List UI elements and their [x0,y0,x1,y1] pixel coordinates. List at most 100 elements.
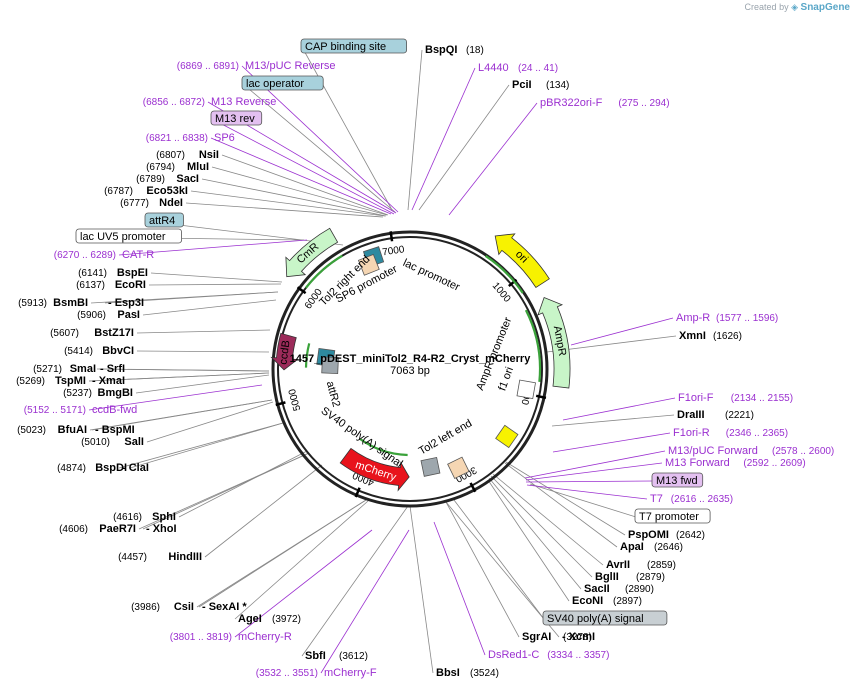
label-group-m13puc-rev: (6869 .. 6891)M13/pUC Reverse [177,60,336,72]
leader-line [492,473,604,566]
label-group-pspomi: PspOMI(2642) [628,529,705,541]
enzyme-pos-csii: (3986) [131,602,160,613]
label-m13fwdbox: M13 fwd [656,475,698,487]
backbone-outer-circle [271,230,549,508]
label-group-ndei: NdeI(6777) [120,197,183,209]
label-sv40box: SV40 poly(A) signal [547,613,644,625]
enzyme-pos-bspei: (6141) [78,268,107,279]
enzyme-pos-hindiii: (4457) [118,552,147,563]
label-group-mcherryf: (3532 .. 3551)mCherry-F [256,667,377,679]
primer-name-mcherryf: mCherry-F [324,667,377,679]
leader-line [524,450,666,479]
primer-range-t7: (2616 .. 2635) [671,494,733,505]
leader-line [453,499,545,620]
label-group-agei: AgeI(3972) [238,613,301,625]
primer-name-f1orif: F1ori-F [678,392,714,404]
primer-range-sp6: (6821 .. 6838) [146,133,208,144]
enzyme-name-xmni: XmnI [679,330,706,342]
label-group-dsred1c: (3334 .. 3357)DsRed1-C [488,649,609,661]
label-box-t7prom [634,508,711,524]
feature-arrow-mcherry [339,447,410,492]
enzyme-name-bsmbi: BsmBI [53,297,88,309]
enzyme-pos-pcii: (134) [546,80,569,91]
enzyme-name-econi: EcoNI [572,595,603,607]
label-group-nsii: NsiI(6807) [156,149,219,161]
label-box-lacuv5 [75,228,182,244]
tick-label: 5000 [287,387,303,412]
primer-range-catr: (6270 .. 6289) [54,250,116,261]
label-group-xhoi: - XhoI [146,523,177,535]
label-lacop: lac operator [246,78,304,90]
leader-line [211,118,395,215]
enzyme-name-bstz17i: BstZ17I [94,327,134,339]
leader-line [190,190,386,217]
enzyme-name-xcmi: - XcmI [562,631,595,643]
primer-range-dsred1c: (3334 .. 3357) [547,650,609,661]
enzyme-name-bfuai: BfuAI [58,424,87,436]
leader-line [96,368,270,372]
label-group-draiii: DraIII(2221) [677,409,754,421]
leader-line [178,450,308,518]
enzyme-name-pasi: PasI [117,309,140,321]
enzyme-pos-bstz17i: (5607) [50,328,79,339]
label-group-t7: (2616 .. 2635)T7 [650,493,733,505]
leader-line [234,500,369,620]
label-group-m13forward: (2592 .. 2609)M13 Forward [665,457,806,469]
label-group-f1orif: (2134 .. 2155)F1ori-F [678,392,793,404]
tick-mark [275,401,286,407]
enzyme-pos-nsii: (6807) [156,150,185,161]
leader-line [418,84,510,211]
enzyme-pos-avrii: (2859) [647,560,676,571]
label-group-bglii: BglII(2879) [595,571,665,583]
enzyme-name-srfi: - SrfI [100,363,125,375]
label-m13rev: M13 rev [215,113,255,125]
feature-arrow-ccdb [270,332,299,371]
enzyme-name-eco53ki: Eco53kI [146,185,188,197]
leader-line [211,166,388,216]
sv40-gray-box [420,456,441,477]
primer-range-pbr322: (275 .. 294) [618,98,669,109]
enzyme-name-tspmi: TspMI [55,375,86,387]
primer-range-m13puc-rev: (6869 .. 6891) [177,61,239,72]
enzyme-pos-sphi: (4616) [113,512,142,523]
label-group-esp3i: - Esp3I [108,297,144,309]
enzyme-name-bbvci: BbvCI [102,345,134,357]
primer-name-m13pucfwd: M13/pUC Forward [668,445,758,457]
label-group-xmni: XmnI(1626) [679,330,742,342]
leader-line [552,432,671,453]
primer-range-mcherryr: (3801 .. 3819) [170,632,232,643]
leader-line [198,499,367,608]
label-group-ecori: EcoRI(6137) [76,279,146,291]
green-orf-arc [359,438,408,457]
primer-range-m13-rev: (6856 .. 6872) [143,97,205,108]
label-group-pasi: PasI(5906) [77,309,140,321]
enzyme-name-xmai: - XmaI [92,375,125,387]
leader-line [142,452,310,530]
primer-name-f1orir: F1ori-R [673,427,710,439]
enzyme-name-agei: AgeI [238,613,262,625]
enzyme-pos-bsmbi: (5913) [18,298,47,309]
enzyme-name-bspqi: BspQI [425,44,457,56]
label-group-eco53ki: Eco53kI(6787) [104,185,188,197]
leader-lines [76,46,677,674]
label-box-m13rev [210,110,263,126]
label-group-xmai: - XmaI [92,375,125,387]
enzyme-name-bmgbi: BmgBI [98,387,133,399]
leader-line [88,372,270,382]
enzyme-pos-bglii: (2879) [636,572,665,583]
primer-range-f1orir: (2346 .. 2365) [726,428,788,439]
label-group-sp6: (6821 .. 6838)SP6 [146,132,235,144]
enzyme-name-draiii: DraIII [677,409,705,421]
inner-feature-label: attR2 [324,380,342,409]
label-group-avrii: AvrII(2859) [606,559,676,571]
label-box-cap [300,38,407,54]
enzyme-name-sbfi: SbfI [305,650,326,662]
enzyme-pos-bspqi: (18) [466,45,484,56]
enzyme-name-sacii: SacII [584,583,610,595]
enzyme-name-mlui: MluI [187,161,209,173]
primer-name-mcherryr: mCherry-R [238,631,292,643]
inner-feature-label: f1 ori [496,365,516,392]
leader-line [135,374,270,394]
